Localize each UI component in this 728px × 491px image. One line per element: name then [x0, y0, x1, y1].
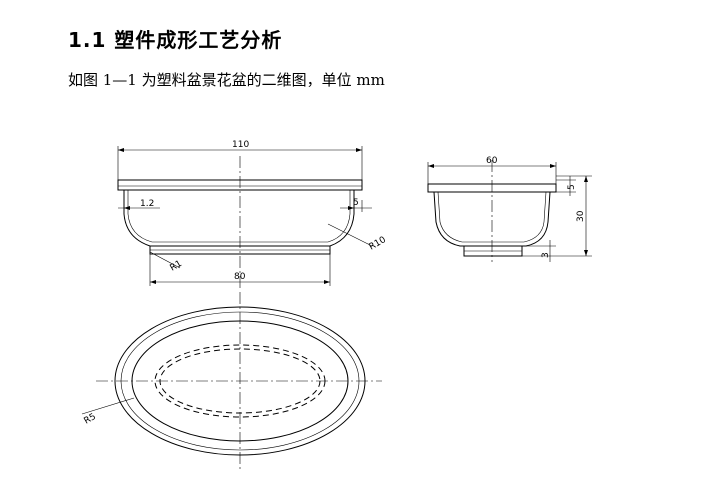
front-rim: [117, 179, 363, 191]
front-view: 110 1.2 5 R10 R1 80: [117, 140, 389, 290]
top-view: R5: [81, 292, 382, 470]
front-body-outer: [123, 190, 355, 247]
top-outer-ellipse: [114, 306, 366, 456]
dim-110: 110: [232, 140, 249, 150]
top-base-ellipse-dashed: [154, 344, 326, 418]
side-view: 60 5 30 3: [427, 156, 592, 262]
dim-80: 80: [234, 272, 246, 282]
dim-30: 30: [576, 210, 586, 222]
dim-1-2: 1.2: [140, 199, 154, 209]
dim-5: 5: [353, 198, 359, 208]
dim-rim-5: 5: [567, 184, 577, 190]
top-inner-ellipse: [131, 320, 349, 442]
dim-r5: R5: [83, 412, 98, 427]
dim-60: 60: [486, 156, 498, 166]
side-body-outer: [433, 191, 551, 247]
section-heading: 1.1 塑件成形工艺分析: [68, 28, 283, 52]
figure-caption: 如图 1—1 为塑料盆景花盆的二维图，单位 mm: [68, 71, 385, 89]
dim-r10: R10: [368, 235, 389, 253]
dim-foot-3: 3: [541, 252, 551, 258]
dim-r1: R1: [169, 259, 184, 274]
